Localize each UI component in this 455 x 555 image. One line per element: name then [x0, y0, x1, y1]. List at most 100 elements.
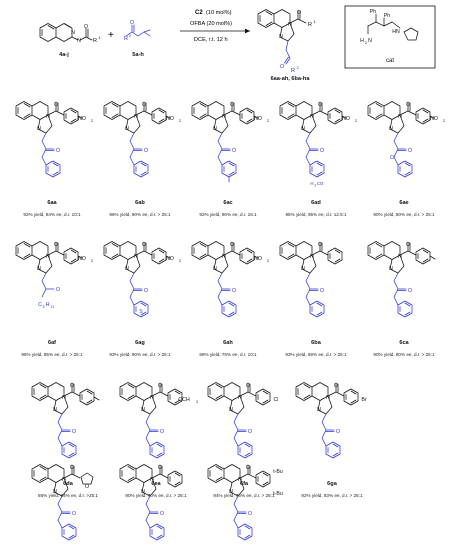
n-atom: N — [150, 395, 154, 401]
ketone-chain — [217, 272, 237, 318]
nitro-subscript: 2 — [267, 119, 269, 123]
o-atom: O — [144, 288, 148, 294]
methoxy-subscript: 3 — [196, 400, 198, 404]
compound-id: 6fa — [240, 481, 249, 487]
hn-label: HN — [392, 29, 400, 35]
n-atom: N — [37, 266, 41, 272]
o-atom: O — [246, 465, 250, 471]
reagent-4-label: 4a-j — [59, 52, 69, 58]
chain-bond — [41, 272, 47, 298]
compound-id: 6ca — [399, 340, 409, 346]
yield-caption: 92% yield, 83% ee, d.r. > 25:1 — [301, 493, 363, 498]
o-atom: O — [408, 288, 412, 294]
n-atom: N — [37, 126, 41, 132]
tert-butyl-label: t-Bu — [273, 469, 283, 475]
compound-id: 6ab — [135, 200, 145, 206]
n-atom: N — [326, 395, 330, 401]
n-atom: N — [238, 395, 242, 401]
o-atom: O — [54, 102, 58, 108]
nitro-subscript: 2 — [443, 119, 445, 123]
n-atom: N — [141, 407, 145, 413]
nitro-label: NO — [342, 116, 350, 122]
nitro-label: NO — [254, 116, 262, 122]
yield-caption: 94% yield, 76% ee, d.r. > 25:1 — [213, 493, 275, 498]
nitro-subscript: 2 — [91, 259, 93, 263]
o-atom: O — [408, 148, 412, 154]
n-atom: N — [213, 266, 217, 272]
o-atom: O — [320, 148, 324, 154]
chloro-label: Cl — [274, 397, 279, 403]
product-generic-structure — [257, 9, 307, 65]
side-chain: O — [145, 413, 165, 459]
o-atom: O — [230, 102, 234, 108]
catalyst-loading: (10 mol%) — [206, 10, 232, 16]
n-atom: N — [229, 489, 233, 495]
nitro-subscript: 2 — [355, 119, 357, 123]
o-atom: O — [246, 383, 250, 389]
catalyst-box — [344, 5, 436, 69]
o-atom: O — [280, 64, 284, 70]
nitro-label: NO — [254, 256, 262, 262]
side-chain: O — [393, 272, 413, 318]
n-atom: N — [229, 407, 233, 413]
n-atom: N — [222, 254, 226, 260]
r2-reagent-label: R — [124, 36, 128, 42]
svg-text:N: N — [77, 38, 81, 44]
o-atom: O — [318, 102, 322, 108]
compound-id: 6ah — [223, 340, 233, 346]
nitro-subscript: 2 — [91, 119, 93, 123]
amine-subscript: 2 — [365, 41, 367, 45]
aryl-ring — [167, 470, 183, 488]
nitro-subscript: 2 — [179, 259, 181, 263]
nitro-label: NO — [166, 116, 174, 122]
side-chain: O — [145, 495, 165, 541]
o-atom: O — [336, 429, 340, 435]
r2-product-superscript: 2 — [297, 65, 300, 70]
side-chain: O — [217, 132, 237, 183]
ketone-chain — [305, 132, 325, 178]
o-atom: O — [390, 155, 394, 161]
phenyl-label: Ph — [384, 13, 390, 19]
n-atom: N — [279, 34, 283, 40]
svg-text:O: O — [84, 24, 88, 30]
bond — [165, 255, 171, 259]
o-atom: O — [130, 20, 134, 26]
side-chain: O — [129, 132, 149, 178]
n-atom: N — [141, 489, 145, 495]
o-atom: O — [248, 511, 252, 517]
o-atom: O — [334, 383, 338, 389]
bond — [341, 115, 347, 119]
o-atom: O — [142, 242, 146, 248]
yield-caption: 90% yield, 50% ee, d.r. > 25:1 — [373, 212, 435, 217]
ketone-chain — [145, 413, 165, 459]
bond — [77, 115, 83, 119]
side-chain: O — [41, 132, 61, 178]
product-label: 6aa-ah, 6ba-ha — [271, 76, 311, 82]
r1-label: R — [93, 38, 97, 44]
reaction-scheme: N N O R 1 4a-j + R 2 O 5a-h C2 (10 mol%)… — [39, 5, 436, 82]
bond — [429, 115, 435, 119]
o-atom: O — [318, 242, 322, 248]
bond — [253, 255, 259, 259]
aryl-ring — [239, 107, 255, 125]
ketone-chain — [393, 272, 413, 318]
aryl-ring — [63, 247, 79, 265]
n-atom: N — [317, 407, 321, 413]
n-atom: N — [389, 126, 393, 132]
ketone-chain — [305, 272, 325, 318]
aryl-ring — [239, 247, 255, 265]
o-atom: O — [72, 511, 76, 517]
n-atom: N — [134, 114, 138, 120]
ketone-chain — [233, 495, 253, 541]
nitro-label: NO — [166, 256, 174, 262]
